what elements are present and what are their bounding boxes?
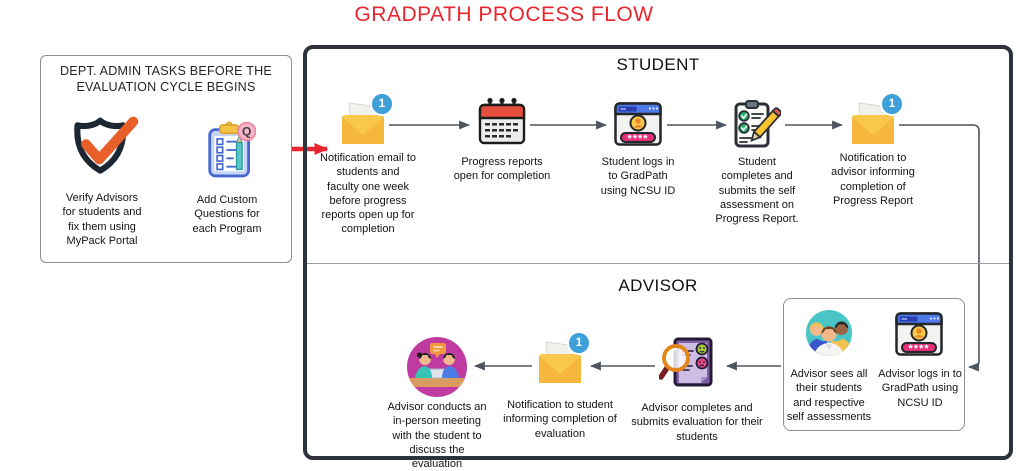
- student-step-label: Notification email to students and facul…: [320, 152, 416, 236]
- student-advisor-divider: [307, 263, 1009, 264]
- advisor-group-step-label: Advisor logs in to GradPath using NCSU I…: [878, 368, 962, 409]
- questions-badge-glyph: Q: [242, 125, 251, 139]
- admin-tasks-box: DEPT. ADMIN TASKS BEFORE THE EVALUATION …: [40, 55, 292, 263]
- admin-step-label: Add Custom Questions for each Program: [192, 194, 262, 235]
- advisor-step-label: Advisor completes and submits evaluation…: [631, 402, 763, 443]
- students-group-icon: [805, 309, 853, 357]
- meeting-icon: [406, 336, 468, 398]
- shield-check-icon: [65, 114, 143, 182]
- advisor-step-label: Notification to student informing comple…: [503, 399, 617, 440]
- admin-step-label: Verify Advisors for students and fix the…: [62, 192, 142, 247]
- admin-box-title: DEPT. ADMIN TASKS BEFORE THE EVALUATION …: [59, 64, 273, 95]
- password-mask: ****: [627, 133, 648, 145]
- notification-badge: 1: [567, 331, 591, 355]
- advisor-group-step-label: Advisor sees all their students and resp…: [786, 368, 872, 423]
- email-notification-icon: 1: [339, 92, 394, 147]
- student-section-header: STUDENT: [616, 55, 700, 74]
- advisor-step-label: Advisor conducts an in-person meeting wi…: [387, 401, 487, 471]
- evaluation-review-icon: [659, 336, 717, 392]
- student-step-label: Progress reports open for completion: [453, 156, 551, 183]
- notification-badge: 1: [370, 92, 394, 116]
- login-window-icon: ****: [895, 312, 943, 356]
- email-notification-icon: 1: [536, 331, 591, 386]
- notification-badge: 1: [880, 92, 904, 116]
- self-assessment-icon: [731, 100, 781, 150]
- clipboard-questions-icon: Q: [206, 120, 256, 180]
- advisor-section-header: ADVISOR: [618, 276, 698, 295]
- page-title: GRADPATH PROCESS FLOW: [354, 3, 654, 26]
- email-notification-icon: 1: [849, 92, 904, 147]
- student-step-label: Notification to advisor informing comple…: [831, 152, 915, 207]
- student-step-label: Student logs in to GradPath using NCSU I…: [600, 156, 676, 197]
- student-step-label: Student completes and submits the self a…: [715, 156, 799, 226]
- password-mask: ****: [908, 343, 929, 355]
- advisor-login-group-box: Advisor sees all their students and resp…: [783, 298, 965, 431]
- process-outer-box: [303, 45, 1013, 460]
- login-window-icon: ****: [614, 102, 662, 146]
- calendar-icon: [477, 97, 527, 147]
